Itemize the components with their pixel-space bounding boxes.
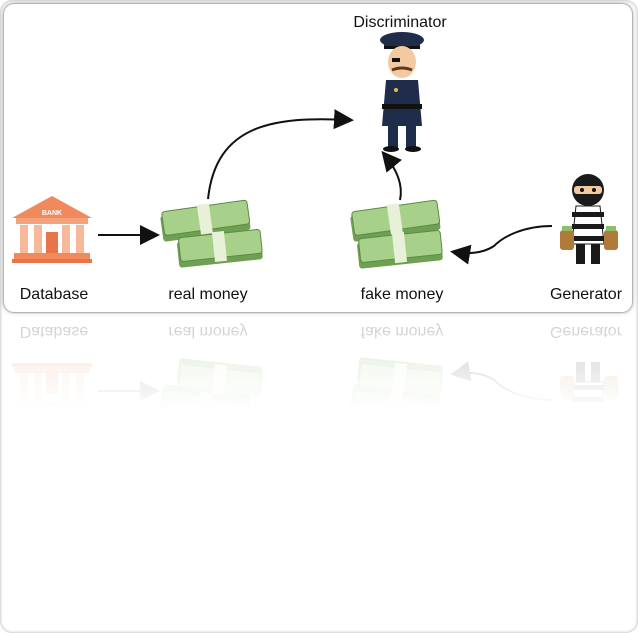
reflection-fake-money-label: fake money — [360, 323, 444, 340]
arrow-real-money-to-discriminator — [207, 109, 354, 200]
fake-money-icon — [350, 199, 443, 269]
arrow-generator-to-fake-money — [450, 225, 553, 265]
discriminator-label: Discriminator — [353, 14, 447, 31]
reflection-arrow-fake-money-to-discriminator — [381, 425, 402, 476]
diagram-card: BANK — [4, 4, 632, 312]
bank-icon: BANK — [12, 196, 92, 263]
reflection-fake-money-icon — [350, 357, 443, 427]
reflection-police-officer-icon — [380, 474, 424, 594]
reflection-real-money-label: real money — [168, 323, 248, 340]
database-label: Database — [19, 286, 89, 303]
police-officer-icon — [380, 32, 424, 152]
diagram-canvas: BANK — [12, 32, 618, 269]
real-money-icon — [160, 199, 263, 268]
reflection-arrow-real-money-to-discriminator — [207, 426, 354, 517]
reflection-database-label: Database — [19, 323, 89, 340]
reflection-bank-icon: BANK — [12, 363, 92, 430]
reflection-generator-label: Generator — [549, 323, 623, 340]
reflection-diagram-canvas: BANK — [12, 357, 618, 594]
reflection-real-money-icon — [160, 358, 263, 427]
bank-sign-text: BANK — [42, 210, 62, 217]
reflection-discriminator-label: Discriminator — [353, 595, 447, 612]
thief-icon — [560, 174, 618, 264]
generator-label: Generator — [549, 286, 623, 303]
arrow-fake-money-to-discriminator — [381, 150, 402, 201]
real-money-label: real money — [168, 286, 248, 303]
reflection-arrow-generator-to-fake-money — [450, 361, 553, 401]
reflection-bank-sign-text: BANK — [42, 409, 62, 416]
diagram-reflection: BANK — [4, 314, 632, 622]
fake-money-label: fake money — [360, 286, 444, 303]
reflection-thief-icon — [560, 362, 618, 452]
